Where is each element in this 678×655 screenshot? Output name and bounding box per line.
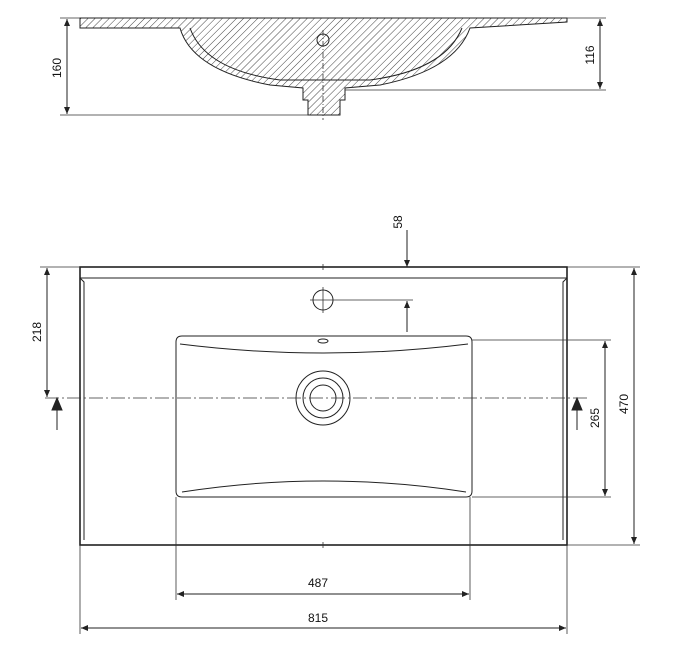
dim-label-160: 160	[50, 58, 64, 78]
basin-outline	[79, 266, 568, 546]
section-slab	[79, 17, 568, 116]
overflow-icon	[317, 338, 329, 344]
side-edges	[79, 277, 568, 540]
dim-label-58: 58	[391, 215, 405, 229]
plan-view: 58 218 470 265 487 815	[30, 215, 640, 634]
dim-label-116: 116	[583, 45, 597, 64]
bowl-inner-curve	[189, 27, 463, 81]
dim-label-265: 265	[588, 408, 602, 428]
section-view: 160 116	[50, 17, 606, 120]
bowl-back-slope	[179, 343, 469, 354]
dim-label-815: 815	[308, 611, 328, 625]
bowl-outline	[175, 335, 473, 498]
section-arrow-right	[571, 396, 583, 430]
dim-label-470: 470	[617, 394, 631, 414]
bowl-front-slope	[181, 480, 467, 493]
dim-label-218: 218	[30, 322, 44, 342]
section-arrow-left	[51, 396, 63, 430]
dim-label-487: 487	[308, 576, 328, 590]
